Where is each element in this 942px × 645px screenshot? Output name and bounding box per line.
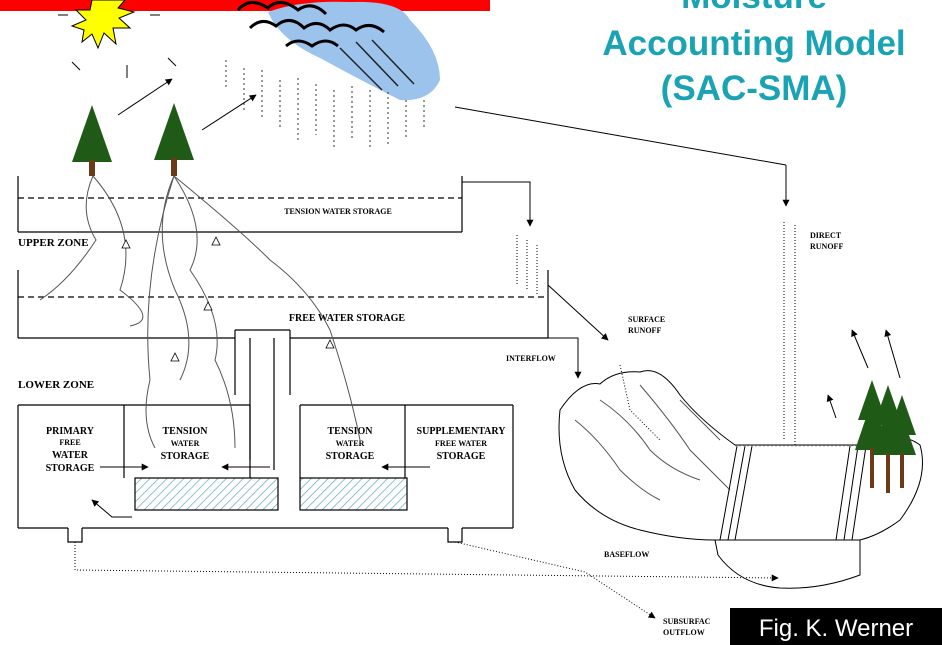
direct-runoff-label-2: RUNOFF bbox=[810, 242, 843, 251]
subsurface-outflow-arrow bbox=[454, 541, 656, 619]
mountain-basin-icon bbox=[558, 364, 923, 589]
free-water-storage-label: FREE WATER STORAGE bbox=[289, 313, 405, 324]
tension-left-label-3: STORAGE bbox=[161, 451, 210, 462]
capillary-arrow bbox=[121, 239, 131, 249]
capillary-arrow bbox=[211, 236, 221, 246]
forest-icon bbox=[855, 380, 916, 493]
rain-cloud-icon bbox=[225, 1, 440, 150]
credit-box bbox=[730, 608, 942, 645]
interflow-label: INTERFLOW bbox=[506, 354, 556, 363]
surface-runoff-label-2: RUNOFF bbox=[628, 326, 661, 335]
interflow-arrow bbox=[548, 337, 582, 379]
tension-right-label-3: STORAGE bbox=[326, 451, 375, 462]
primary-label-1: PRIMARY bbox=[46, 426, 95, 437]
capillary-arrow bbox=[325, 339, 335, 349]
root-line bbox=[173, 175, 236, 449]
transpiration-arrow bbox=[884, 329, 901, 379]
upper-zone-label: UPPER ZONE bbox=[18, 237, 89, 249]
capillary-arrow bbox=[203, 301, 213, 311]
baseflow-arrow bbox=[74, 542, 779, 582]
title-line-2: Accounting Model bbox=[602, 24, 905, 63]
title-line-1: Moisture bbox=[681, 0, 827, 16]
root-line bbox=[92, 175, 144, 327]
root-line bbox=[173, 175, 361, 441]
transpiration-arrow bbox=[826, 394, 837, 419]
tension-left-label-2: WATER bbox=[171, 439, 200, 448]
tension-water-storage-label: TENSION WATER STORAGE bbox=[284, 207, 392, 216]
evaporation-arrow-2 bbox=[201, 94, 257, 131]
tree-icon bbox=[72, 105, 112, 176]
lower-zone-label-text: LOWER ZONE bbox=[18, 379, 94, 391]
baseflow-label: BASEFLOW bbox=[604, 550, 649, 559]
credit-text: Fig. K. Werner bbox=[759, 615, 913, 642]
lower-zone-box bbox=[17, 404, 514, 543]
root-line bbox=[145, 175, 175, 449]
tension-right-label-2: WATER bbox=[336, 439, 365, 448]
supplementary-label-1: SUPPLEMENTARY bbox=[417, 426, 507, 437]
supplementary-label-2: FREE WATER bbox=[435, 439, 487, 448]
tension-overflow-arrow bbox=[462, 181, 534, 227]
upper-zone-free-water-box bbox=[17, 270, 549, 339]
title-line-3: (SAC-SMA) bbox=[661, 69, 848, 108]
transpiration-arrow bbox=[851, 329, 869, 369]
surface-runoff-label-1: SURFACE bbox=[628, 315, 665, 324]
sun-icon bbox=[58, 0, 177, 78]
direct-runoff-flow bbox=[454, 106, 787, 166]
evaporation-arrow-1 bbox=[117, 78, 173, 116]
root-line bbox=[39, 175, 97, 301]
tree-icon bbox=[154, 103, 194, 176]
tension-left-label-1: TENSION bbox=[162, 426, 208, 437]
primary-label-4: STORAGE bbox=[46, 463, 95, 474]
capillary-arrow bbox=[170, 352, 180, 362]
supplementary-storage-hatch bbox=[299, 477, 408, 511]
supplementary-label-3: STORAGE bbox=[437, 451, 486, 462]
upper-zone-tension-box bbox=[17, 176, 463, 233]
primary-return-arrow bbox=[91, 499, 132, 518]
root-line bbox=[161, 175, 190, 381]
primary-label-3: WATER bbox=[52, 450, 89, 461]
tension-right-label-1: TENSION bbox=[327, 426, 373, 437]
surface-runoff-arrow bbox=[547, 284, 609, 341]
primary-label-2: FREE bbox=[59, 438, 80, 447]
subsurface-label-2: OUTFLOW bbox=[663, 628, 705, 637]
subsurface-label-1: SUBSURFAC bbox=[663, 617, 711, 626]
primary-storage-hatch bbox=[134, 477, 279, 511]
direct-runoff-label-1: DIRECT bbox=[810, 231, 842, 240]
